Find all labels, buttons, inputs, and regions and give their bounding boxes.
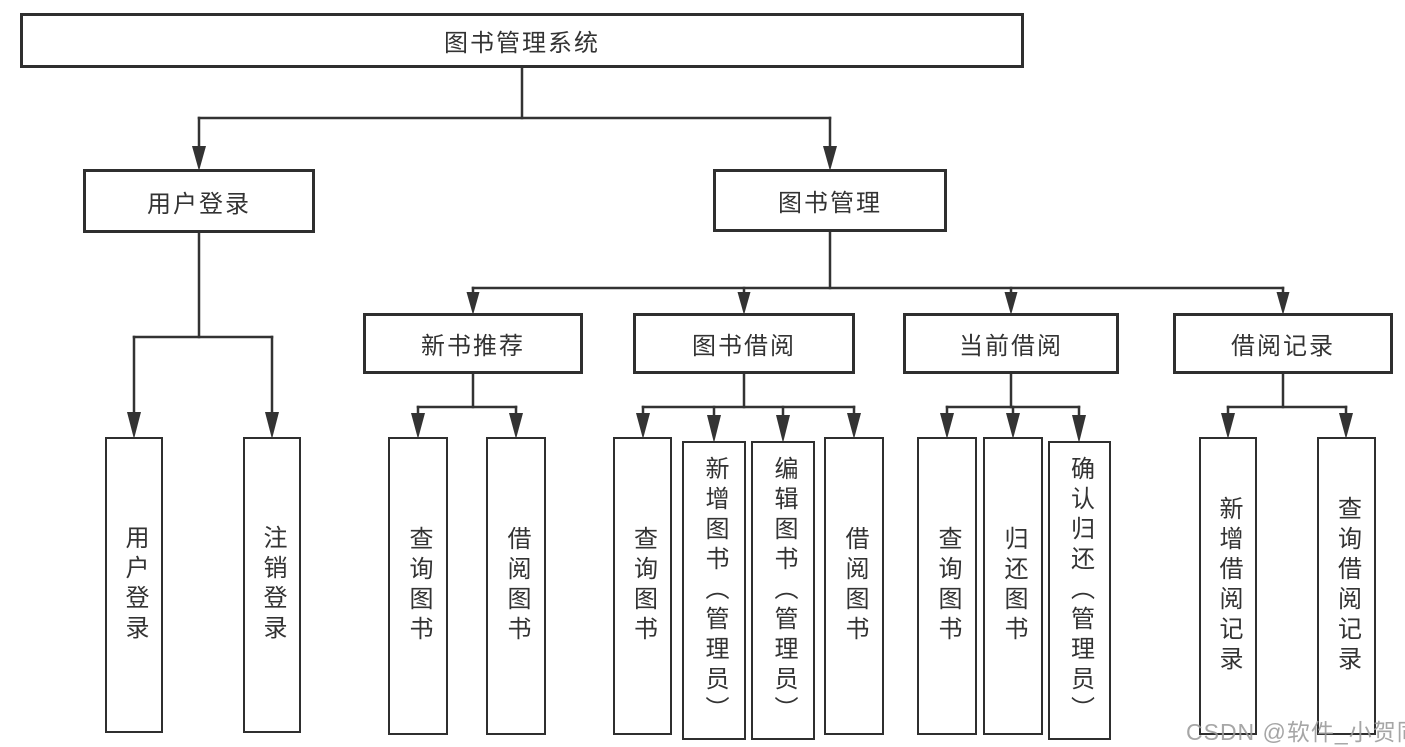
leaf-borrowing-query-book-label: 查询图书 — [629, 526, 657, 646]
node-book-borrowing: 图书借阅 — [633, 313, 855, 374]
node-new-book-recommend: 新书推荐 — [363, 313, 583, 374]
node-current-borrowing: 当前借阅 — [903, 313, 1119, 374]
leaf-return-book: 归还图书 — [983, 437, 1043, 735]
leaf-borrowing-borrow-book: 借阅图书 — [824, 437, 884, 735]
node-book-management: 图书管理 — [713, 169, 947, 232]
leaf-add-book-admin-label: 新增图书（管理员） — [701, 455, 728, 726]
leaf-edit-book-admin-label: 编辑图书（管理员） — [770, 455, 797, 726]
leaf-logout: 注销登录 — [243, 437, 301, 733]
leaf-current-query-book: 查询图书 — [917, 437, 977, 735]
leaf-query-borrow-record: 查询借阅记录 — [1317, 437, 1376, 735]
csdn-watermark: CSDN @软件_小贺同学 — [1186, 719, 1405, 745]
leaf-borrowing-query-book: 查询图书 — [613, 437, 672, 735]
leaf-return-book-label: 归还图书 — [1000, 526, 1027, 646]
leaf-borrowing-borrow-book-label: 借阅图书 — [841, 526, 868, 646]
leaf-recommend-borrow-book-label: 借阅图书 — [503, 526, 530, 646]
leaf-user-login-label: 用户登录 — [121, 525, 148, 645]
leaf-add-borrow-record-label: 新增借阅记录 — [1215, 496, 1242, 676]
node-root-system: 图书管理系统 — [20, 13, 1024, 68]
node-borrowing-records: 借阅记录 — [1173, 313, 1393, 374]
leaf-recommend-borrow-book: 借阅图书 — [486, 437, 546, 735]
leaf-logout-label: 注销登录 — [259, 525, 286, 645]
leaf-recommend-query-book: 查询图书 — [388, 437, 448, 735]
leaf-confirm-return-admin-label: 确认归还（管理员） — [1066, 455, 1094, 726]
node-user-login: 用户登录 — [83, 169, 315, 233]
leaf-current-query-book-label: 查询图书 — [934, 526, 961, 646]
leaf-recommend-query-book-label: 查询图书 — [405, 526, 432, 646]
leaf-add-borrow-record: 新增借阅记录 — [1199, 437, 1257, 735]
leaf-edit-book-admin: 编辑图书（管理员） — [751, 441, 815, 740]
leaf-add-book-admin: 新增图书（管理员） — [682, 441, 746, 740]
leaf-query-borrow-record-label: 查询借阅记录 — [1333, 496, 1361, 676]
leaf-user-login: 用户登录 — [105, 437, 163, 733]
leaf-confirm-return-admin: 确认归还（管理员） — [1048, 441, 1111, 740]
